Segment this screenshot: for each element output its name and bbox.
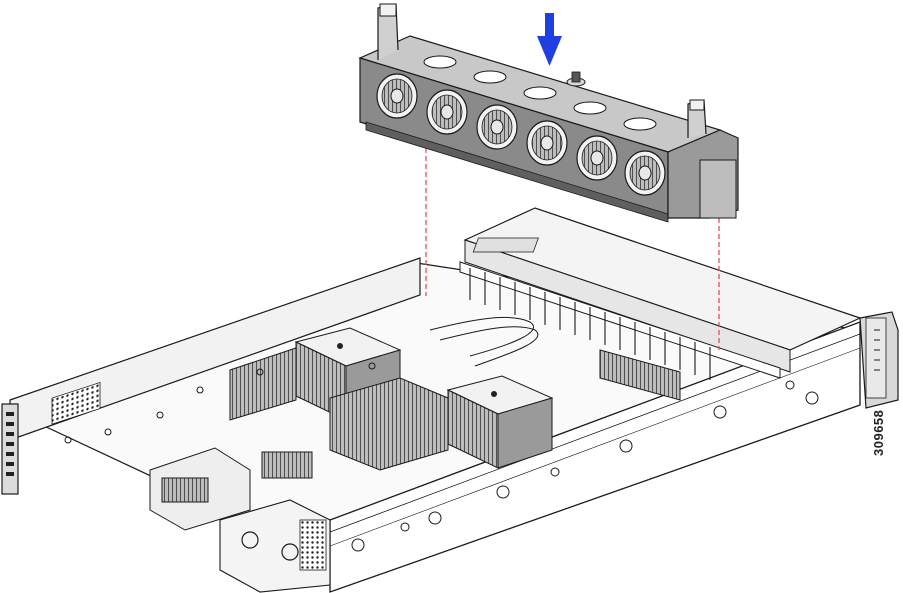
fan-5	[576, 135, 618, 181]
fan-2	[426, 89, 468, 135]
fan-tray-handle-left	[377, 3, 399, 60]
fan-icon	[376, 73, 666, 196]
power-supplies	[219, 499, 331, 593]
dimm-bank-1	[229, 347, 297, 421]
rear-vent	[51, 381, 101, 425]
cpu-heatsink-2	[446, 375, 554, 469]
dimm-bank-3	[599, 349, 681, 401]
pcie-riser	[149, 447, 313, 531]
thumbscrew	[566, 71, 586, 87]
fan-4	[526, 120, 568, 166]
arrow-down-icon	[537, 13, 562, 66]
rack-ear-left	[1, 403, 19, 495]
fan-3	[476, 104, 518, 150]
dimm-bank-2	[329, 377, 449, 471]
fan-6	[624, 150, 666, 196]
chassis-holes	[351, 380, 819, 552]
alignment-guide-lines	[425, 140, 720, 350]
fan-tray-handle-right	[687, 99, 707, 138]
figure-number: 309658	[871, 409, 886, 456]
server-chassis	[1, 207, 899, 593]
ribbon-cable	[429, 316, 539, 367]
fan-1	[376, 73, 418, 119]
fan-tray	[358, 3, 739, 223]
